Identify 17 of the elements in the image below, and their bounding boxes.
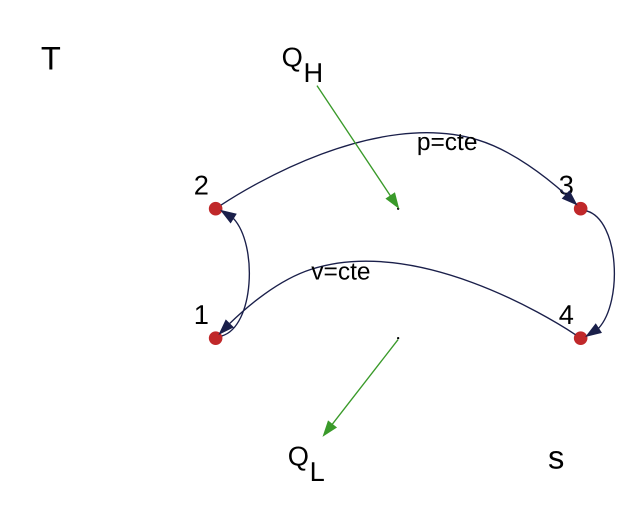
node-circle [208, 201, 222, 216]
arrow [220, 209, 250, 336]
node-label: 4 [558, 298, 574, 330]
node-label: 1 [194, 298, 209, 330]
edge-label: v=cte [311, 258, 371, 285]
arrow [585, 210, 616, 337]
node-circle [574, 330, 588, 344]
arrow [220, 132, 578, 206]
arrow [316, 84, 400, 209]
label: s [548, 438, 564, 475]
label: T [40, 38, 61, 76]
node-circle [208, 330, 222, 344]
node-label: 2 [194, 168, 209, 200]
edge-label: p=cte [416, 128, 478, 156]
arrow [322, 338, 399, 436]
arrow [218, 260, 576, 335]
node-circle [574, 201, 588, 216]
